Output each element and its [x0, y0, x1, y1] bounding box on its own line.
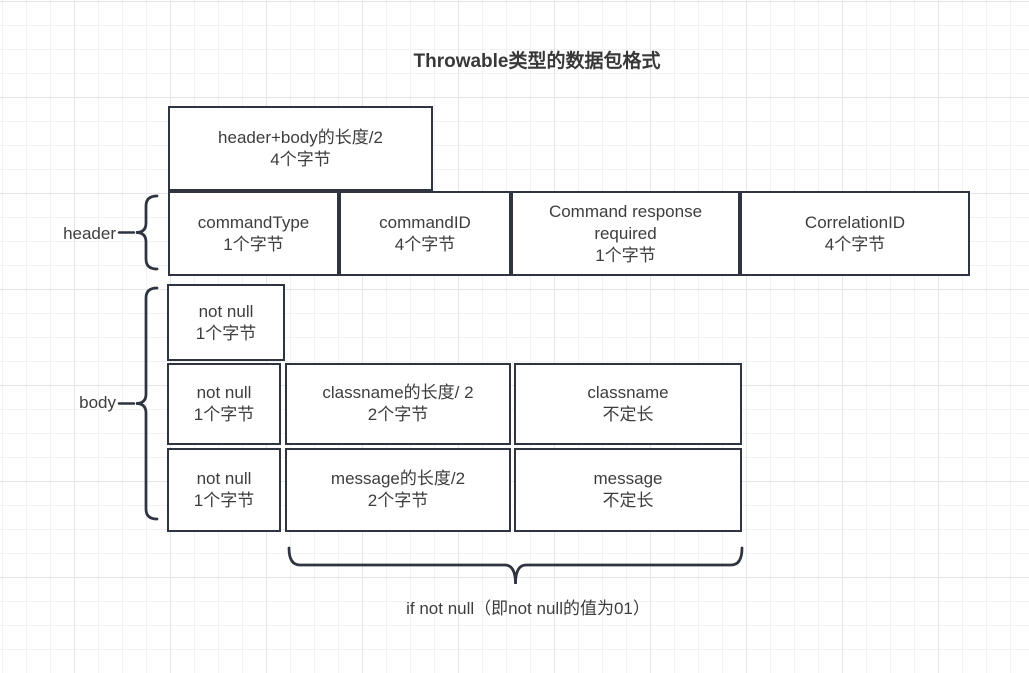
body-brace: [135, 286, 159, 521]
cell-name: Command response required: [548, 201, 703, 243]
cell-size: 不定长: [602, 491, 654, 510]
cell-message[interactable]: message 不定长: [514, 448, 742, 532]
cell-message-length[interactable]: message的长度/2 2个字节: [285, 448, 511, 532]
body-section-label: body: [79, 393, 116, 412]
cell-size: 4个字节: [824, 234, 886, 254]
cell-name: commandType: [197, 212, 310, 232]
diagram-title: Throwable类型的数据包格式: [413, 51, 661, 72]
header-brace: [135, 194, 159, 271]
cell-name: message: [593, 469, 663, 488]
cell-size: 1个字节: [193, 491, 255, 510]
cell-name: header+body的长度/2: [218, 127, 383, 147]
cell-name: not null: [196, 469, 252, 488]
cell-total-length[interactable]: header+body的长度/2 4个字节: [168, 106, 433, 191]
footnote-text: if not null（即not null的值为01）: [406, 599, 650, 618]
cell-classname[interactable]: classname 不定长: [514, 363, 742, 445]
cell-size: 不定长: [602, 405, 654, 424]
cell-commandtype[interactable]: commandType 1个字节: [168, 191, 339, 276]
cell-size: 2个字节: [367, 405, 429, 424]
cell-classname-length[interactable]: classname的长度/ 2 2个字节: [285, 363, 511, 445]
cell-size: 4个字节: [394, 234, 456, 254]
if-not-null-brace: [287, 546, 744, 585]
cell-size: 2个字节: [367, 491, 429, 510]
cell-size: 4个字节: [270, 149, 331, 169]
cell-notnull-2[interactable]: not null 1个字节: [167, 363, 281, 445]
cell-name: CorrelationID: [804, 212, 906, 232]
cell-size: 1个字节: [223, 234, 284, 254]
cell-name: classname: [587, 383, 669, 402]
cell-name: not null: [198, 301, 254, 321]
cell-name: classname的长度/ 2: [322, 383, 474, 402]
cell-command-response-required[interactable]: Command response required 1个字节: [511, 191, 740, 276]
cell-name: message的长度/2: [330, 469, 466, 488]
header-section-label: header: [63, 224, 116, 243]
cell-size: 1个字节: [195, 323, 257, 343]
cell-size: 1个字节: [193, 405, 255, 424]
cell-commandid[interactable]: commandID 4个字节: [339, 191, 511, 276]
cell-notnull-1[interactable]: not null 1个字节: [167, 284, 285, 361]
cell-name: commandID: [379, 212, 471, 232]
cell-notnull-3[interactable]: not null 1个字节: [167, 448, 281, 532]
cell-correlationid[interactable]: CorrelationID 4个字节: [740, 191, 970, 276]
cell-name: not null: [196, 383, 252, 402]
cell-size: 1个字节: [595, 245, 656, 265]
